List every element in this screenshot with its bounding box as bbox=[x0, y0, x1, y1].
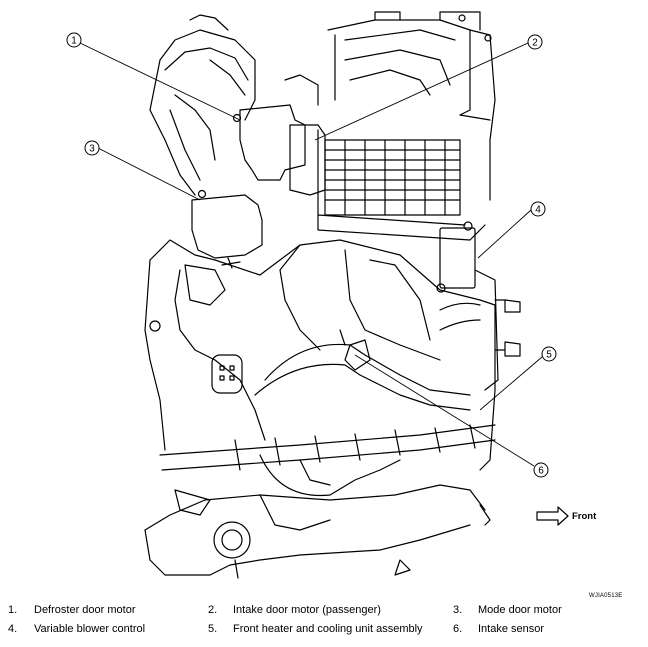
leader-line-3 bbox=[97, 147, 201, 201]
svg-text:1: 1 bbox=[71, 36, 77, 47]
bottom-duct bbox=[144, 484, 491, 579]
defroster-door-motor bbox=[232, 104, 326, 196]
callout-1: 1 bbox=[66, 32, 82, 48]
legend-text: Mode door motor bbox=[478, 604, 562, 616]
variable-blower-control bbox=[436, 221, 476, 293]
legend-num: 2. bbox=[208, 604, 218, 616]
svg-text:6: 6 bbox=[538, 466, 544, 477]
lower-frame bbox=[159, 424, 496, 497]
svg-text:3: 3 bbox=[89, 144, 95, 155]
callout-6: 6 bbox=[533, 462, 549, 478]
legend-num: 3. bbox=[453, 604, 463, 616]
legend-num: 1. bbox=[8, 604, 18, 616]
leader-line-4 bbox=[477, 209, 532, 259]
figure-code: WJIA0513E bbox=[589, 593, 623, 599]
mode-door-motor bbox=[191, 189, 263, 269]
callout-3: 3 bbox=[84, 140, 100, 156]
legend-text: Variable blower control bbox=[34, 623, 146, 635]
leader-line-6 bbox=[354, 354, 535, 467]
legend-text: Front heater and cooling unit assembly bbox=[233, 623, 423, 635]
blower-housing bbox=[327, 11, 496, 201]
main-housing bbox=[144, 239, 521, 471]
legend-num: 4. bbox=[8, 623, 18, 635]
callout-5: 5 bbox=[541, 346, 557, 362]
callout-2: 2 bbox=[527, 34, 543, 50]
legend-text: Intake sensor bbox=[478, 623, 545, 635]
leader-line-5 bbox=[479, 356, 543, 411]
legend-text: Intake door motor (passenger) bbox=[233, 604, 381, 616]
front-direction-label: Front bbox=[572, 511, 597, 522]
legend-text: Defroster door motor bbox=[34, 604, 136, 616]
upper-duct bbox=[149, 14, 319, 196]
legend-num: 5. bbox=[208, 623, 218, 635]
svg-text:5: 5 bbox=[546, 350, 552, 361]
evaporator-core bbox=[317, 129, 486, 241]
svg-text:4: 4 bbox=[535, 205, 541, 216]
leader-line-1 bbox=[79, 42, 241, 121]
callout-4: 4 bbox=[530, 201, 546, 217]
svg-text:2: 2 bbox=[532, 38, 538, 49]
front-direction-arrow bbox=[536, 506, 569, 526]
legend-row-2: 4. Variable blower control 5. Front heat… bbox=[0, 623, 648, 639]
leader-line-2 bbox=[314, 42, 529, 141]
legend-row-1: 1. Defroster door motor 2. Intake door m… bbox=[0, 604, 648, 620]
legend-num: 6. bbox=[453, 623, 463, 635]
